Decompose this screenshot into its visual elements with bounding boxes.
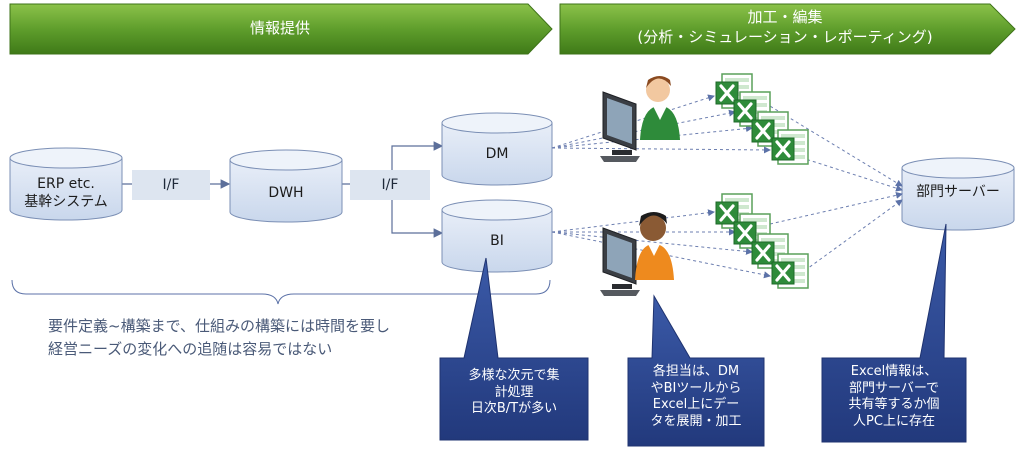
users-callout-line: 各担当は、DM xyxy=(652,364,740,379)
users-callout-shape xyxy=(627,294,765,447)
bi-callout-text: 多様な次元で集 計処理 日次B/Tが多い xyxy=(442,368,586,418)
interface-box-1: I/F xyxy=(132,170,210,200)
server-callout-line: 部門サーバーで xyxy=(848,380,940,396)
bi-callout-line: 日次B/Tが多い xyxy=(470,401,558,416)
server-cylinder xyxy=(901,157,1015,231)
right-banner-title: 加工・編集 xyxy=(747,8,823,26)
server-callout-line: 共有等するか個 xyxy=(848,397,940,412)
excel-icon-group-upper xyxy=(714,72,810,166)
interface-box-2: I/F xyxy=(350,170,430,200)
server-callout-shape xyxy=(821,223,967,443)
server-label: 部門サーバー xyxy=(916,184,1000,200)
note-line-2: 経営ニーズの変化への追随は容易ではない xyxy=(48,340,333,358)
users-callout-text: 各担当は、DM やBIツールから Excel上にデー タを展開・加工 xyxy=(630,364,762,430)
right-banner-subtitle: (分析・シミュレーション・レポーティング) xyxy=(637,28,933,46)
left-banner-arrow xyxy=(9,3,553,55)
users-callout-line: やBIツールから xyxy=(650,380,742,396)
excel-icon-group-lower xyxy=(714,192,810,290)
left-banner-title: 情報提供 xyxy=(249,19,310,37)
dm-label: DM xyxy=(485,146,509,162)
users-callout-line: Excel上にデー xyxy=(652,397,740,412)
note-line-1: 要件定義~構築まで、仕組みの構築には時間を要し xyxy=(48,317,390,335)
bi-callout-shape xyxy=(439,257,589,441)
bi-callout-line: 計処理 xyxy=(494,384,534,400)
scope-bracket xyxy=(11,279,551,305)
bi-callout-line: 多様な次元で集 xyxy=(468,368,560,383)
users-callout-line: タを展開・加工 xyxy=(650,413,742,429)
dm-cylinder xyxy=(441,112,553,186)
right-banner-arrow xyxy=(559,3,1016,55)
dwh-label: DWH xyxy=(268,185,304,201)
user-pc-icon-lower xyxy=(600,212,674,296)
server-callout-line: Excel情報は、 xyxy=(850,364,938,379)
erp-cylinder xyxy=(9,147,123,221)
erp-label-line2: 基幹システム xyxy=(24,194,108,210)
server-callout-text: Excel情報は、 部門サーバーで 共有等するか個 人PC上に存在 xyxy=(824,364,964,430)
dwh-cylinder xyxy=(229,149,343,223)
user-pc-icon-upper xyxy=(600,76,680,162)
server-callout-line: 人PC上に存在 xyxy=(853,413,935,429)
bi-cylinder xyxy=(441,199,553,273)
bi-label: BI xyxy=(490,233,504,249)
erp-label-line1: ERP etc. xyxy=(37,176,95,192)
